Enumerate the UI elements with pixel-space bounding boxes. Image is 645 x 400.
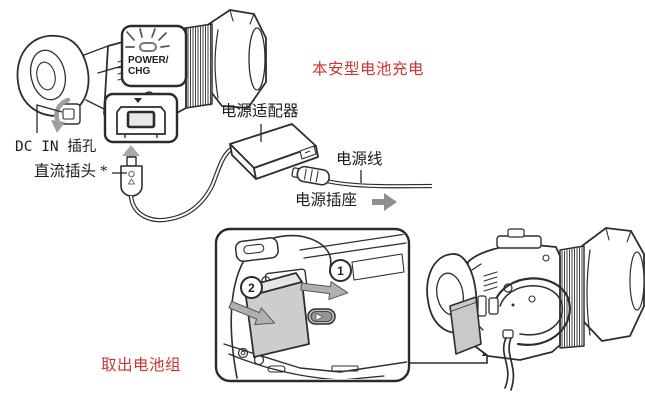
battery-pack-rear-view — [449, 296, 482, 355]
dc-plug-icon — [120, 156, 143, 197]
step2-arrow-icon — [228, 300, 276, 326]
power-chg-led-icon — [125, 28, 170, 52]
label-dc-plug: 直流插头 * — [34, 163, 108, 180]
grip-strap-icon — [488, 277, 571, 391]
lens-hood-icon — [581, 227, 645, 342]
power-cord — [325, 178, 433, 189]
focus-ring-icon — [185, 23, 213, 109]
rear-camcorder-illustration — [426, 227, 645, 391]
step-1-badge: 1 — [329, 259, 352, 282]
dc-in-jack-callout — [103, 92, 179, 144]
step-2-badge: 2 — [240, 276, 263, 299]
camcorder-body — [465, 228, 561, 361]
label-power-cord: 电源线 — [336, 151, 383, 168]
power-cord-connector-icon — [291, 165, 330, 186]
charge-section-title: 本安型电池充电 — [312, 61, 425, 78]
label-leader-lines — [36, 104, 362, 183]
battery-release-latch-icon — [307, 308, 336, 325]
label-ac-adapter: 电源适配器 — [221, 103, 299, 120]
dc-plug-arrow-icon — [122, 145, 140, 166]
dc-in-jack-icon — [116, 106, 166, 138]
power-chg-indicator-label: POWER/ CHG — [128, 55, 169, 77]
adapter-cable — [128, 147, 233, 223]
remove-section-title: 取出电池组 — [101, 357, 182, 374]
label-wall-outlet: 电源插座 — [295, 192, 358, 209]
ac-adapter-illustration — [229, 123, 319, 180]
dc-flap-arrow-icon — [51, 97, 71, 133]
battery-closeup-callout — [214, 227, 411, 383]
wall-outlet-arrow-icon — [372, 193, 397, 211]
power-chg-callout — [97, 24, 188, 88]
lens-hood-icon — [205, 9, 267, 109]
step1-arrow-icon — [300, 281, 349, 301]
label-dc-in-jack: DC IN 插孔 — [15, 139, 97, 155]
focus-ring-icon — [559, 245, 585, 349]
